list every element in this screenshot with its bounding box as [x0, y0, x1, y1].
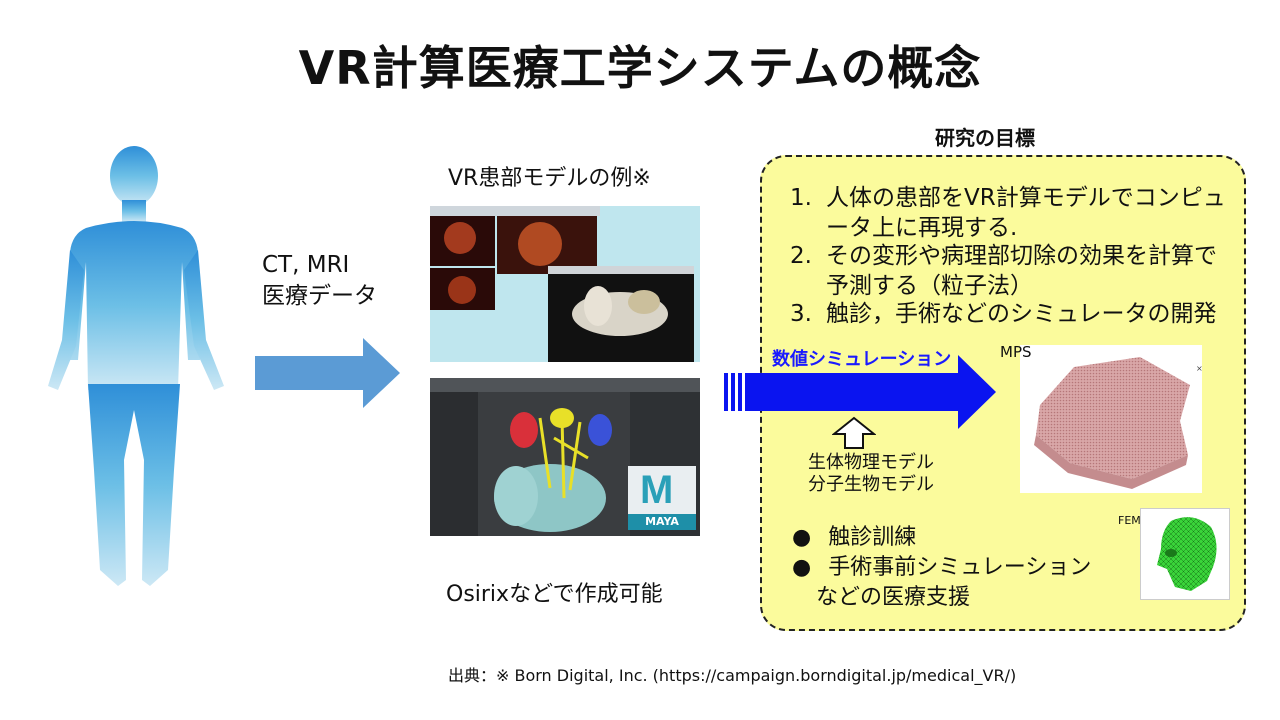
page-title: VR計算医療工学システムの概念: [298, 41, 982, 95]
input-data-label: CT, MRI 医療データ: [262, 250, 377, 312]
vr-model-screenshot-ct: [430, 206, 700, 362]
bullet-dot-icon: ●: [792, 525, 812, 550]
bio-model-line-2: 分子生物モデル: [808, 474, 934, 495]
example-title: VR患部モデルの例※: [448, 166, 651, 191]
bio-model-label: 生体物理モデル 分子生物モデル: [808, 452, 934, 496]
goals-title: 研究の目標: [935, 126, 1035, 150]
bullet-item-1: ● 触診訓練: [792, 523, 916, 553]
input-line-1: CT, MRI: [262, 252, 350, 278]
input-line-2: 医療データ: [262, 283, 377, 309]
bullet-text: などの医療支援: [816, 585, 971, 610]
bullet-dot-icon: ●: [792, 555, 812, 580]
mps-label: MPS: [1000, 343, 1032, 361]
vr-model-screenshot-maya: M MAYA: [430, 378, 700, 536]
maya-logo: M MAYA: [628, 466, 696, 530]
bullet-item-2: ● 手術事前シミュレーション: [792, 553, 1091, 583]
human-body-illustration: [48, 146, 224, 586]
bullet-item-3: などの医療支援: [816, 583, 970, 613]
example-caption: Osirixなどで作成可能: [446, 582, 663, 607]
goal-text: 触診，手術などのシミュレータの開発: [826, 301, 1217, 327]
goal-text: その変形や病理部切除の効果を計算で予測する（粒子法）: [826, 243, 1217, 299]
up-arrow-icon: [832, 416, 876, 449]
bullet-text: 触診訓練: [828, 525, 917, 550]
goal-number: 1.: [790, 185, 812, 211]
goal-number: 2.: [790, 243, 812, 269]
goal-number: 3.: [790, 301, 812, 327]
goal-text: 人体の患部をVR計算モデルでコンピュータ上に再現する.: [826, 185, 1226, 241]
bullet-text: 手術事前シミュレーション: [828, 555, 1092, 580]
svg-text:×: ×: [1196, 364, 1202, 373]
mps-particle-model-image: ×: [1020, 345, 1203, 493]
bio-model-line-1: 生体物理モデル: [808, 452, 934, 473]
fem-mesh-model-image: [1140, 508, 1230, 600]
fem-label: FEM: [1118, 514, 1141, 527]
maya-logo-text: MAYA: [628, 514, 696, 530]
simulation-arrow-icon: [724, 355, 996, 429]
source-citation: 出典：※ Born Digital, Inc. (https://campaig…: [448, 666, 1017, 685]
maya-m-icon: M: [640, 468, 674, 512]
right-arrow-icon: [255, 338, 400, 408]
simulation-label: 数値シミュレーション: [772, 349, 952, 370]
